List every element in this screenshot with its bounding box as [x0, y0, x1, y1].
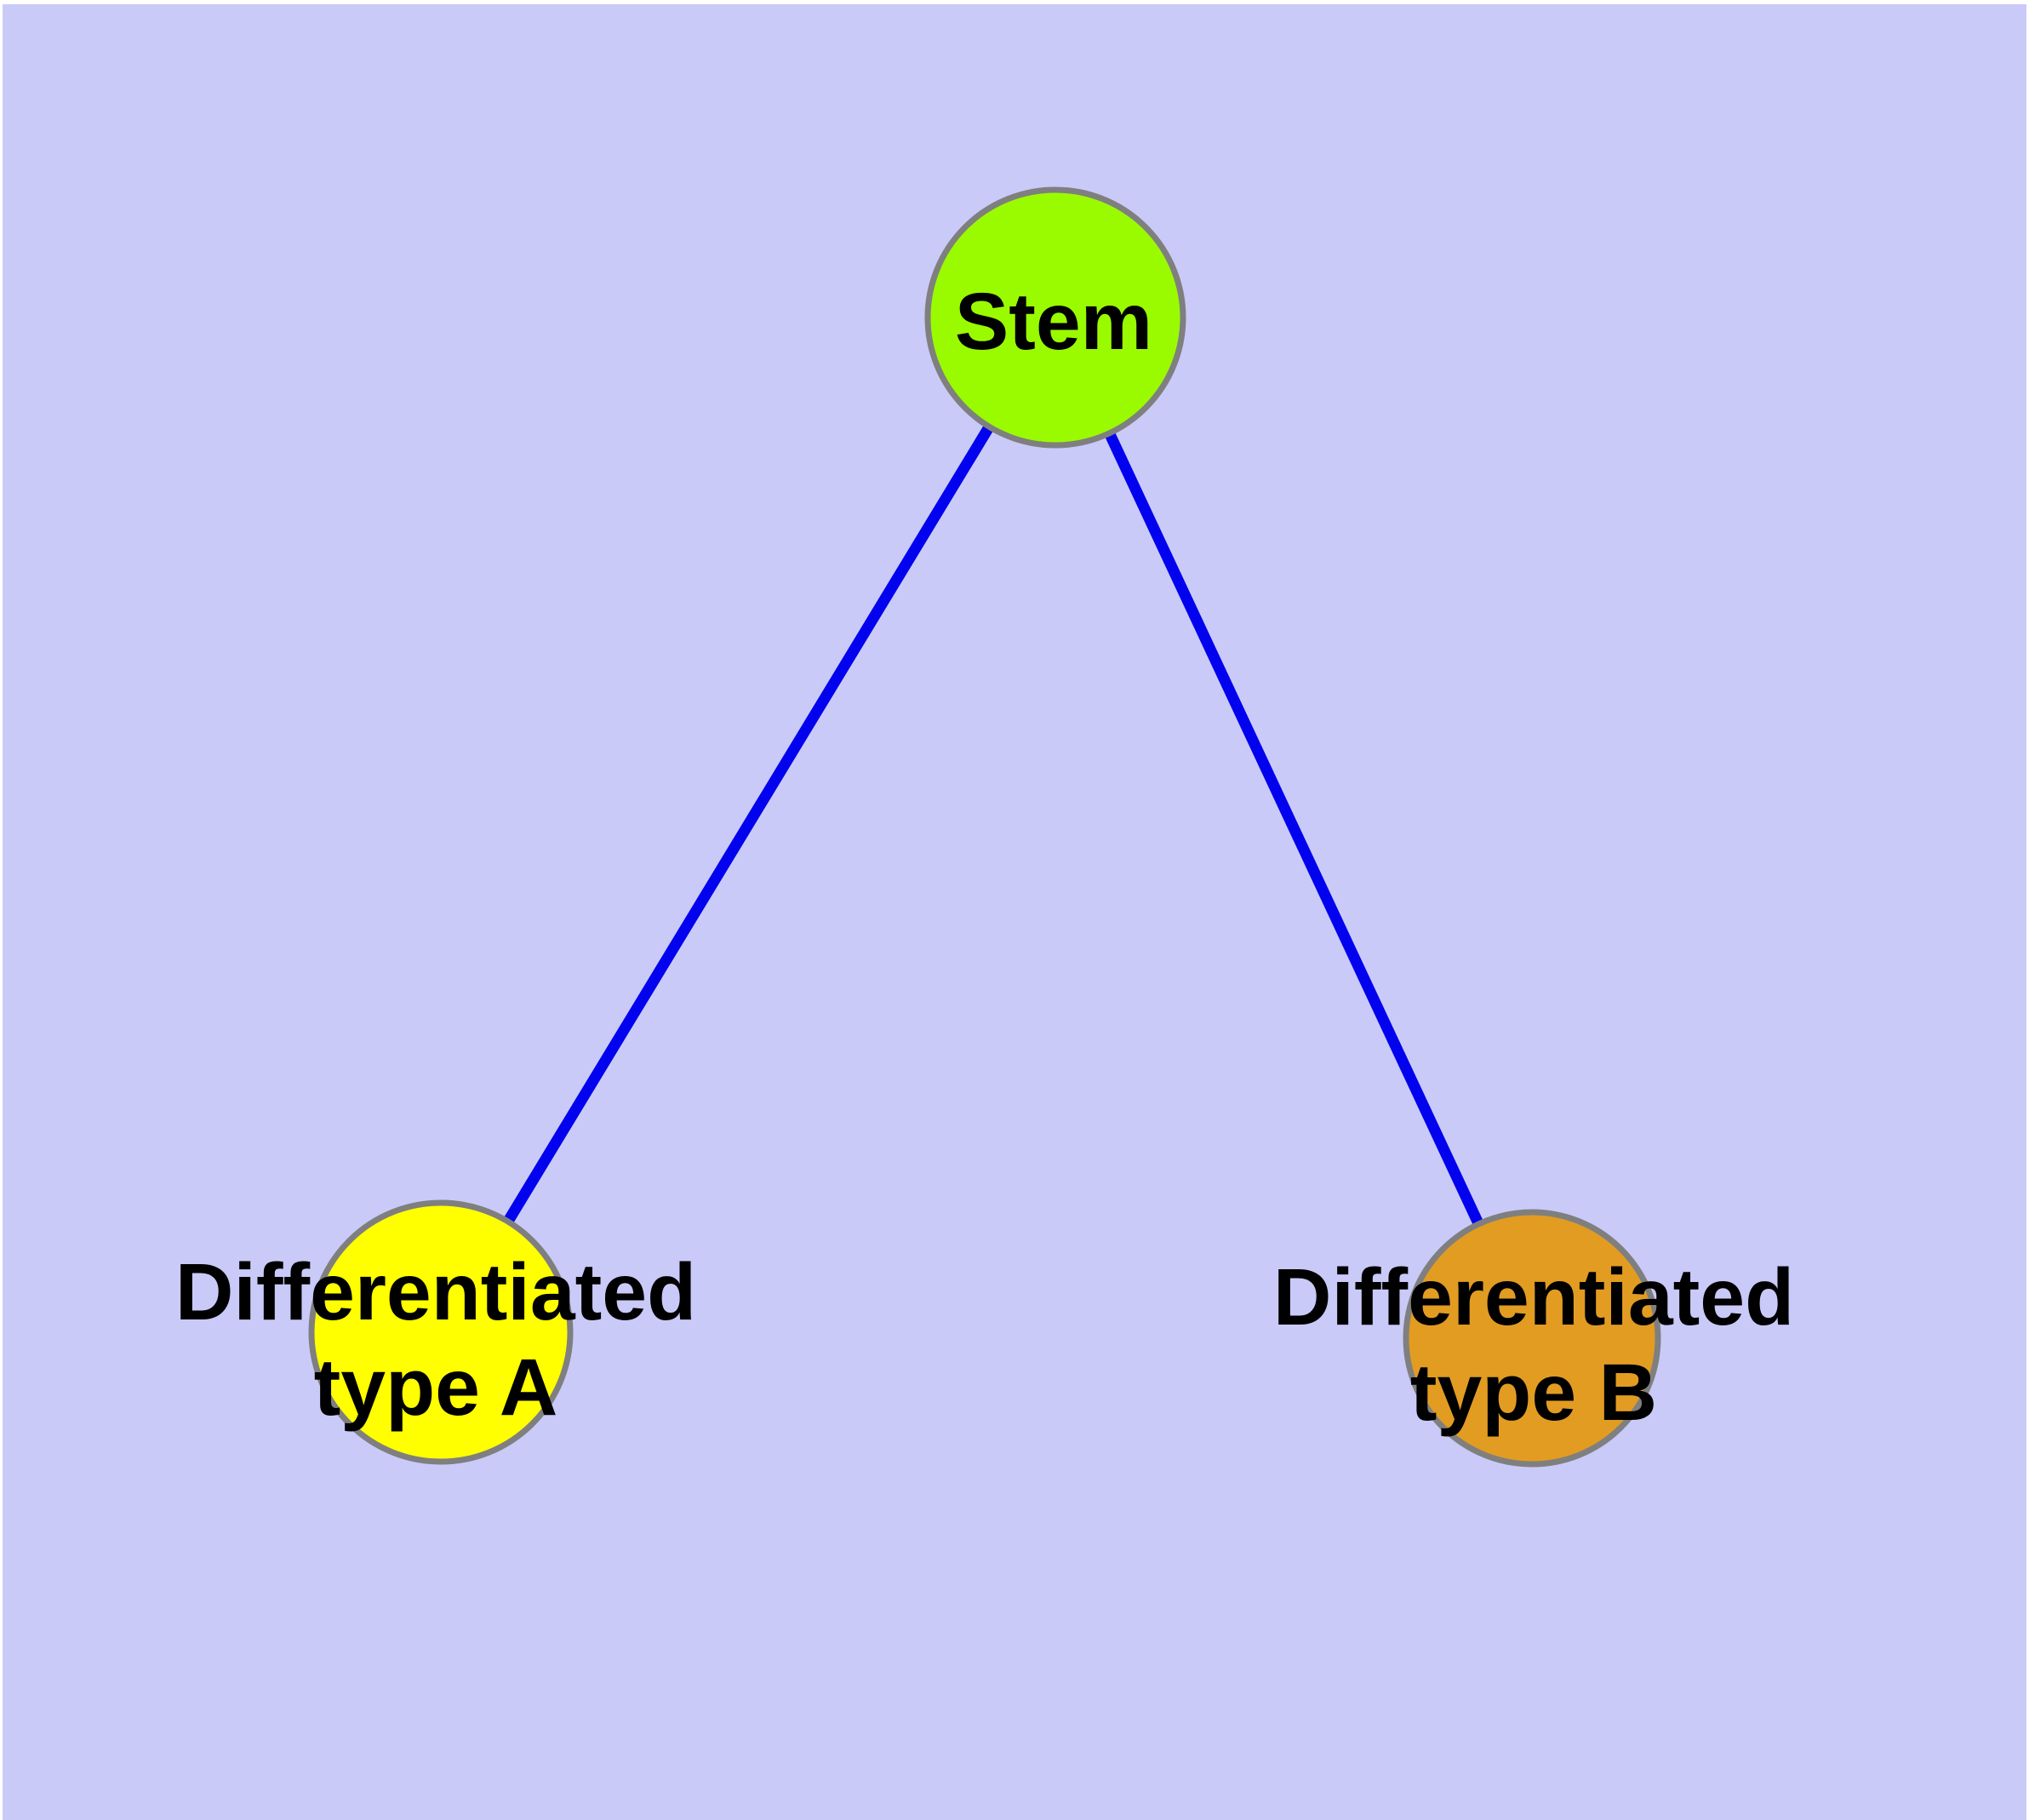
node-type-b-label-line1: Differentiated [1273, 1252, 1794, 1342]
node-stem [924, 186, 1186, 449]
node-labels: Stem Differentiated type A Differentiate… [175, 277, 1794, 1438]
node-type-a-label-line2: type A [314, 1342, 558, 1433]
node-type-a-label-line1: Differentiated [175, 1247, 696, 1337]
edge-stem-to-type-b [1050, 315, 1537, 1341]
node-type-b-label-line2: type B [1410, 1348, 1657, 1438]
edges [436, 314, 1537, 1341]
node-differentiated-type-a [308, 1199, 574, 1465]
edge-stem-to-type-a [436, 314, 1060, 1336]
nodes [308, 186, 1661, 1468]
node-differentiated-type-b [1403, 1209, 1661, 1468]
node-stem-label: Stem [955, 277, 1152, 367]
